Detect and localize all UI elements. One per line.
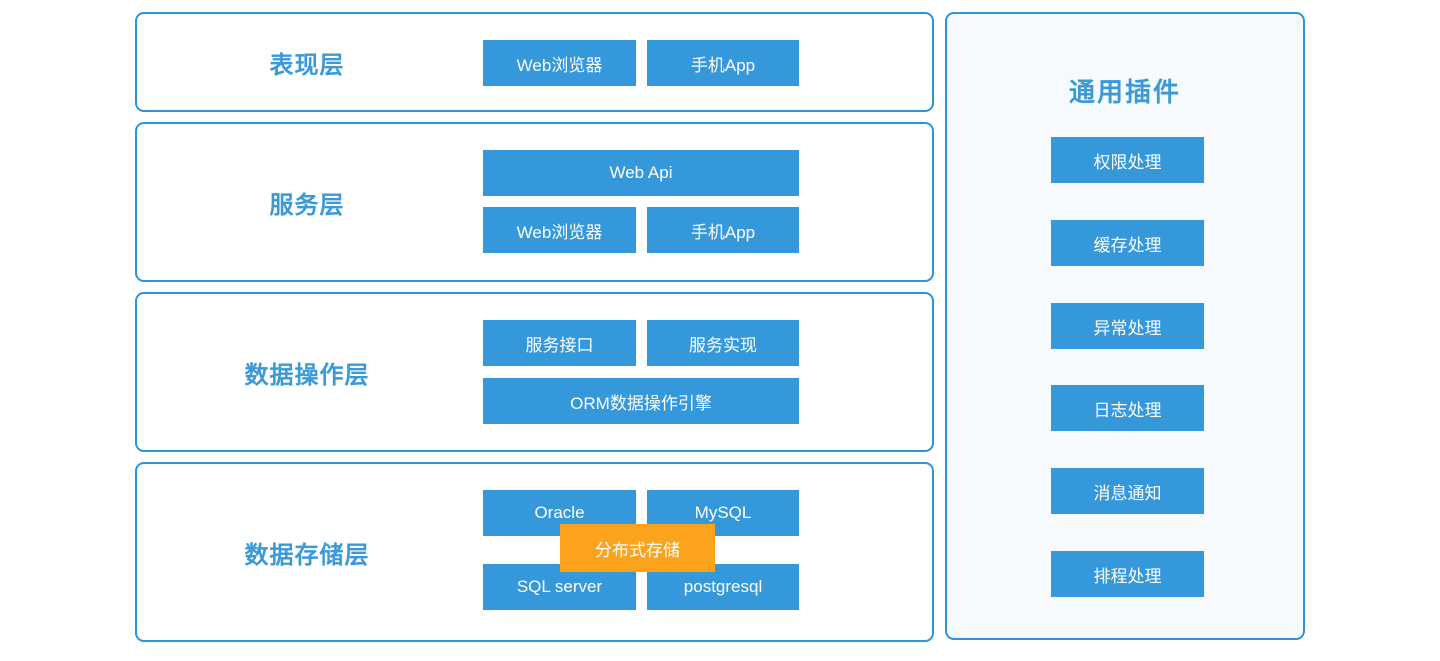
- block-mobile-app: 手机App: [647, 40, 799, 86]
- plugin-block-exception: 异常处理: [1051, 303, 1204, 349]
- layer-box-data-operation: 数据操作层 服务接口 服务实现 ORM数据操作引擎: [135, 292, 934, 452]
- layer-box-data-storage: 数据存储层 Oracle MySQL SQL server postgresql…: [135, 462, 934, 642]
- layer-label-service: 服务层: [269, 191, 345, 219]
- block-web-browser: Web浏览器: [483, 40, 636, 86]
- plugin-block-notification: 消息通知: [1051, 468, 1204, 514]
- plugins-panel-title: 通用插件: [1068, 77, 1181, 107]
- plugins-panel: 通用插件 权限处理 缓存处理 异常处理 日志处理 消息通知 排程处理: [945, 12, 1305, 640]
- layer-box-presentation: 表现层 Web浏览器 手机App: [135, 12, 934, 112]
- plugin-block-cache: 缓存处理: [1051, 220, 1204, 266]
- block-web-browser: Web浏览器: [483, 207, 636, 253]
- plugin-block-permission: 权限处理: [1051, 137, 1204, 183]
- block-mobile-app: 手机App: [647, 207, 799, 253]
- block-distributed-storage: 分布式存储: [560, 524, 715, 572]
- plugin-block-log: 日志处理: [1051, 385, 1204, 431]
- layer-label-data-operation: 数据操作层: [244, 361, 370, 389]
- layer-label-data-storage: 数据存储层: [244, 541, 370, 569]
- block-service-interface: 服务接口: [483, 320, 636, 366]
- layer-box-service: 服务层 Web Api Web浏览器 手机App: [135, 122, 934, 282]
- plugin-block-schedule: 排程处理: [1051, 551, 1204, 597]
- block-orm-engine: ORM数据操作引擎: [483, 378, 799, 424]
- block-web-api: Web Api: [483, 150, 799, 196]
- layer-label-presentation: 表现层: [269, 51, 345, 79]
- block-service-implementation: 服务实现: [647, 320, 799, 366]
